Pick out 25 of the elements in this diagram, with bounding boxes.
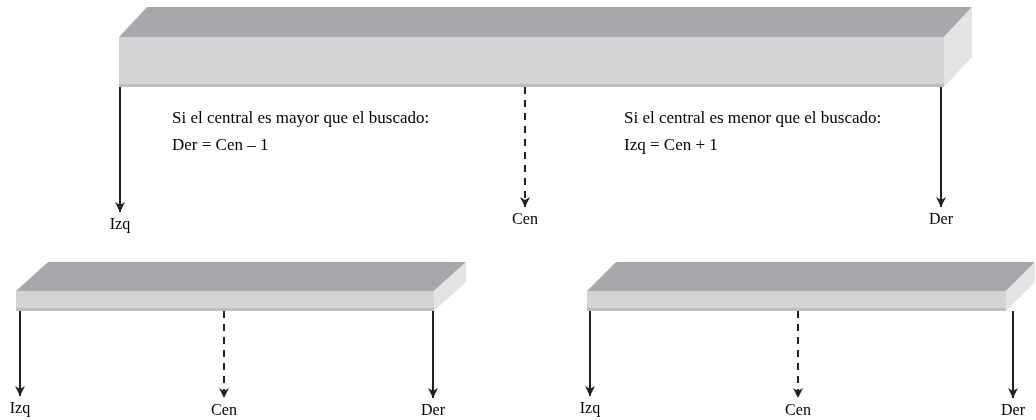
arrow: [428, 310, 438, 399]
pointer-label: Der: [1001, 400, 1025, 419]
pointer-label: Izq: [109, 214, 131, 233]
pointer-label: Cen: [512, 209, 538, 228]
note-text: Izq = Cen + 1: [624, 134, 719, 156]
arrow: [115, 86, 125, 213]
arrow: [793, 310, 803, 399]
beam-drawing: [119, 7, 972, 87]
arrow: [15, 310, 25, 397]
note-text: Der = Cen – 1: [172, 134, 270, 156]
beam-drawing: [16, 262, 466, 311]
arrow: [585, 310, 595, 397]
pointer-label: Izq: [579, 398, 601, 417]
note-text: Si el central es menor que el buscado:: [624, 107, 883, 129]
pointer-label: Cen: [211, 400, 237, 419]
beam-drawing: [587, 262, 1035, 311]
arrow: [219, 310, 229, 399]
pointer-label: Izq: [9, 398, 31, 417]
arrow: [1008, 310, 1018, 399]
note-text: Si el central es mayor que el buscado:: [172, 107, 431, 129]
pointer-label: Der: [929, 209, 953, 228]
pointer-label: Cen: [785, 400, 811, 419]
pointer-label: Der: [421, 400, 445, 419]
arrow: [520, 86, 530, 208]
arrow: [936, 86, 946, 208]
